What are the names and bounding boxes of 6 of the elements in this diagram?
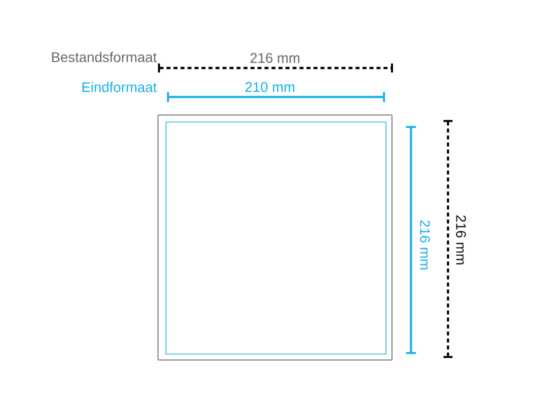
dimension-label: 216 mm [420,220,430,270]
dimension-label: 216 mm [250,53,300,63]
format-label: Bestandsformaat [52,52,157,62]
dimension-label: 216 mm [456,215,466,264]
format-label: Eindformaat [82,82,157,92]
dimension-label: 210 mm [245,82,294,92]
